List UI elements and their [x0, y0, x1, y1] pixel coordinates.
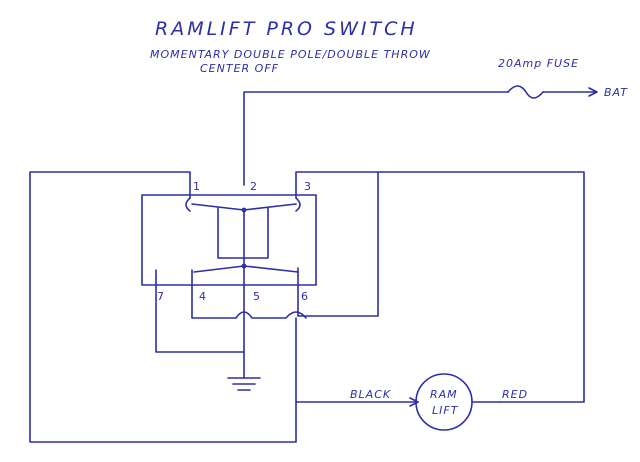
pole-linkage [217, 207, 269, 259]
terminal-4-label: 4 [199, 290, 206, 303]
diagram-subtitle-line1: MOMENTARY DOUBLE POLE/DOUBLE THROW [150, 48, 431, 61]
battery-arrow [588, 87, 598, 97]
contact-3-hook [295, 197, 301, 212]
ground-icon [227, 377, 261, 391]
terminal-6-label: 6 [301, 290, 308, 303]
battery-label: BAT [604, 86, 628, 99]
terminal-2-label: 2 [250, 180, 257, 193]
ram-lift-motor [415, 373, 473, 431]
wire-terminal2-to-fuse [243, 91, 509, 186]
wire-terminal4-jumper [191, 277, 307, 319]
fuse-label: 20Amp FUSE [498, 57, 579, 70]
fuse-symbol [507, 85, 544, 99]
contact-1-hook [185, 197, 191, 212]
terminal-5-label: 5 [253, 290, 260, 303]
motor-label-line1: RAM [430, 388, 458, 401]
diagram-title: RAMLIFT PRO SWITCH [155, 18, 418, 40]
terminal-3-label: 3 [304, 180, 311, 193]
wire-terminal6-jumper [297, 171, 379, 317]
upper-switch-blades [191, 203, 297, 211]
terminal-1-label: 1 [193, 180, 200, 193]
black-wire-label: BLACK [350, 388, 391, 401]
wire-terminal1-loop [29, 171, 297, 443]
black-wire-arrow [409, 397, 419, 407]
wire-terminal7-to-ground [155, 277, 245, 353]
terminal-7-label: 7 [157, 290, 164, 303]
red-wire-label: RED [502, 388, 528, 401]
motor-label-line2: LIFT [432, 404, 459, 417]
wire-terminal3-to-red [295, 171, 585, 403]
diagram-subtitle-line2: CENTER OFF [200, 62, 279, 75]
switch-body [141, 194, 317, 286]
